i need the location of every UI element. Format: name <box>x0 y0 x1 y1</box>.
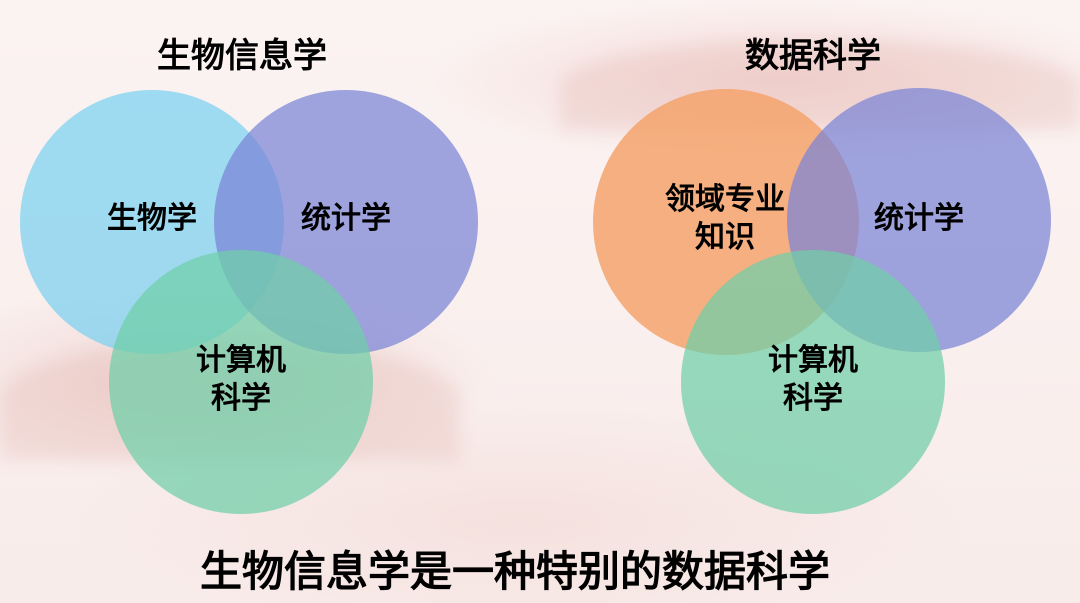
left-diagram-title: 生物信息学 <box>157 36 327 76</box>
conclusion-text: 生物信息学是一种特别的数据科学 <box>199 547 831 596</box>
label-domain-knowledge: 领域专业 知识 <box>665 182 785 255</box>
label-statistics: 统计学 <box>874 201 964 236</box>
label-biology: 生物学 <box>107 201 197 236</box>
label-computer-science: 计算机 科学 <box>196 343 286 416</box>
venn-circle-computer-science <box>109 250 373 514</box>
right-diagram-title: 数据科学 <box>745 36 881 76</box>
label-computer-science: 计算机 科学 <box>768 343 858 416</box>
venn-circle-computer-science <box>681 250 945 514</box>
label-statistics: 统计学 <box>301 201 391 236</box>
